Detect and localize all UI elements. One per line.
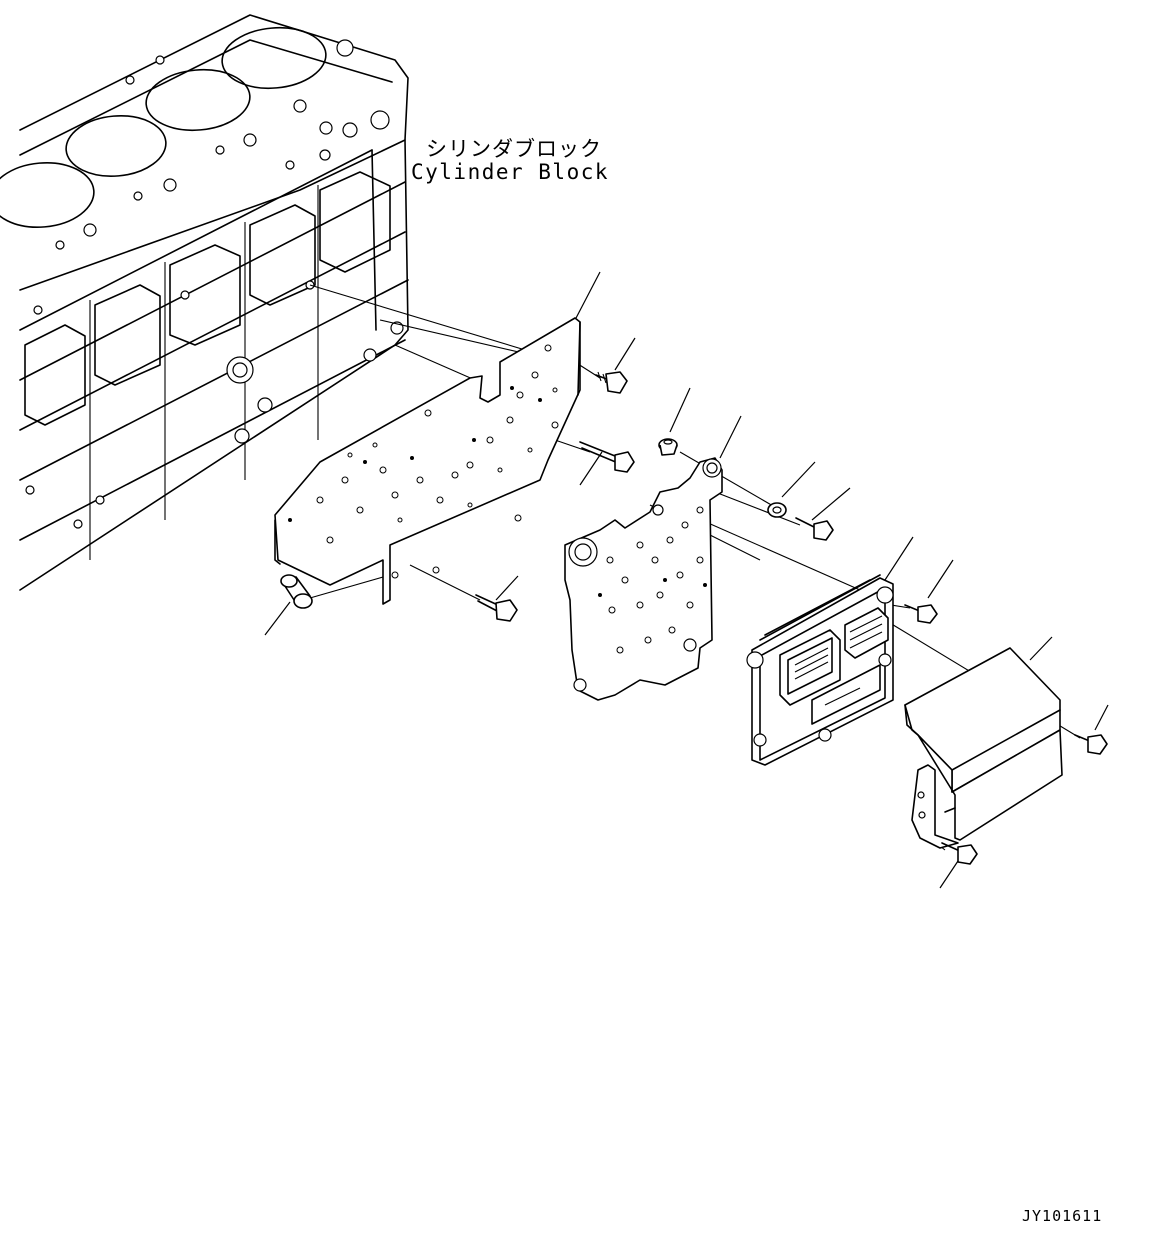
bolt-1 <box>595 371 628 394</box>
cylinder-block <box>0 14 409 591</box>
controller-cover <box>904 647 1063 849</box>
grommet <box>658 438 678 456</box>
engine-controller <box>746 574 894 766</box>
callout-leaders <box>264 271 1109 889</box>
drawing-code: JY101611 <box>1022 1207 1103 1225</box>
bolt-4 <box>795 517 834 541</box>
cylinder-block-label-en: Cylinder Block <box>411 160 610 184</box>
washer <box>767 502 787 518</box>
cylinder-block-label-jp: シリンダブロック <box>426 137 602 161</box>
mounting-plate <box>274 317 581 605</box>
spacer-collar <box>280 574 313 609</box>
bolt-2 <box>579 441 635 473</box>
bolt-7 <box>941 842 978 865</box>
bolt-3 <box>475 594 518 622</box>
controller-bracket <box>564 457 723 701</box>
bolt-5 <box>904 604 938 624</box>
bolt-6 <box>1074 734 1108 755</box>
